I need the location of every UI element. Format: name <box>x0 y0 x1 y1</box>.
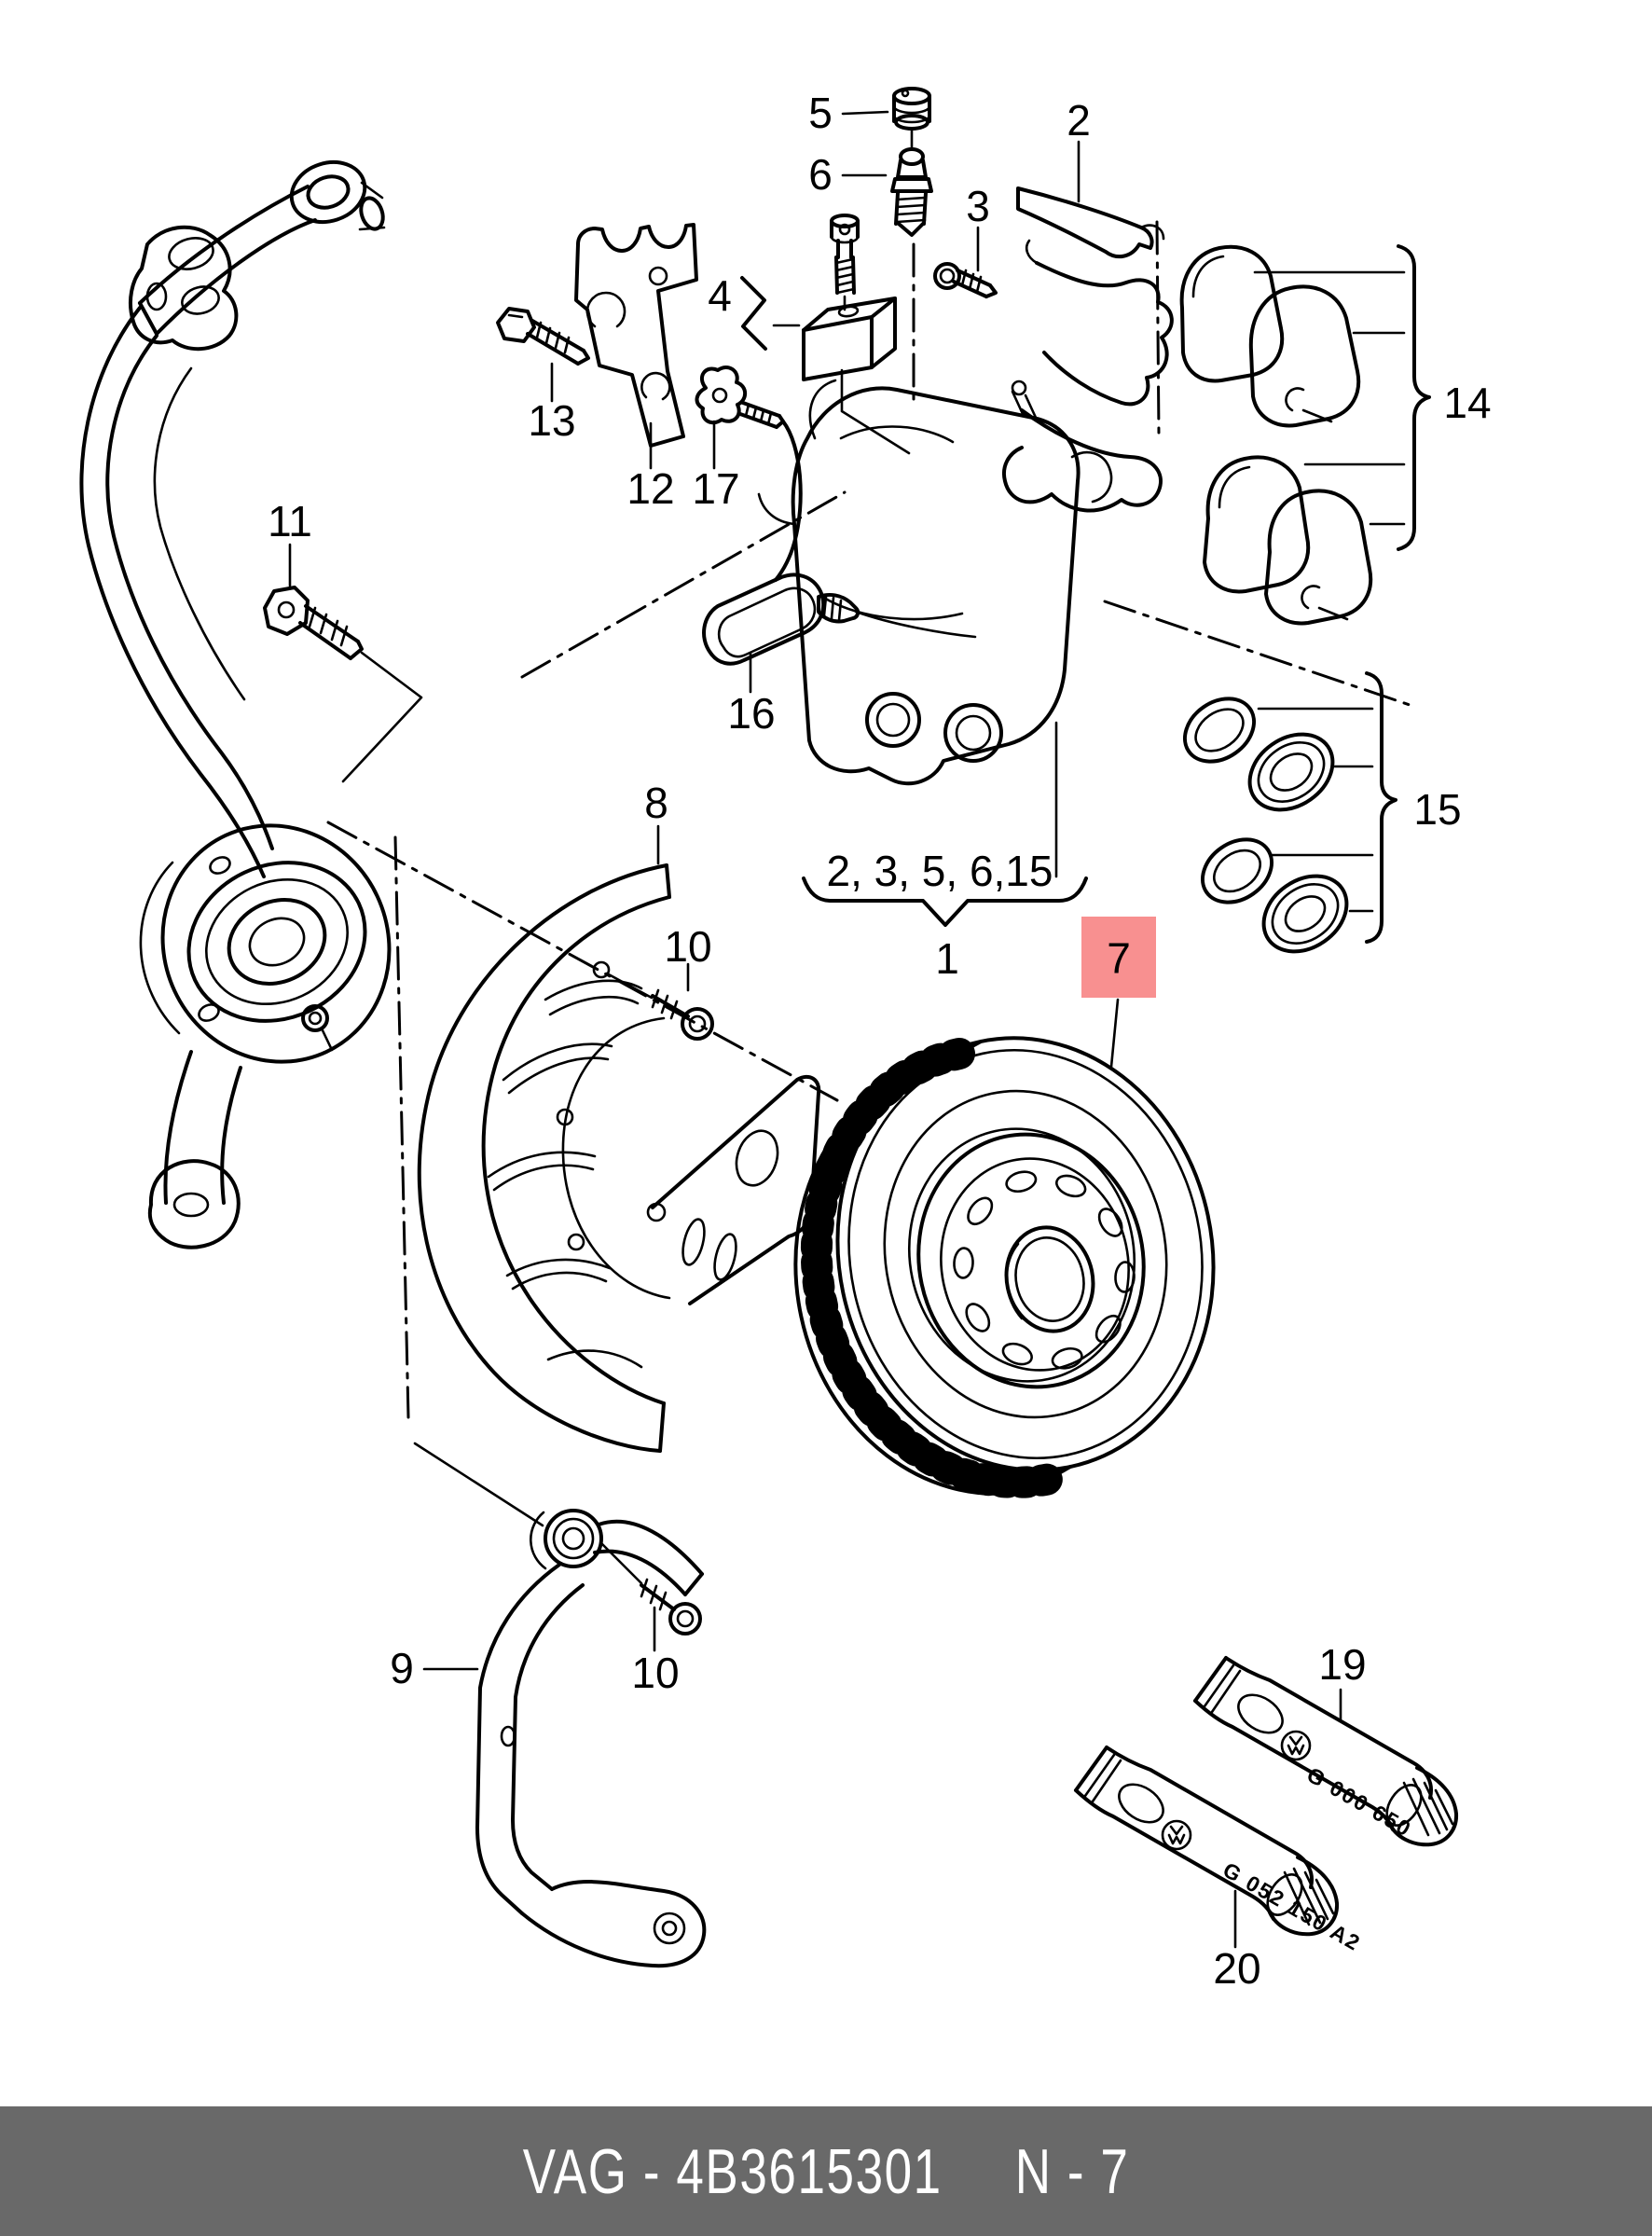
tube-print-text: G 000 650 <box>1303 1762 1417 1842</box>
footer-part-number: VAG - 4B3615301 <box>522 2135 943 2207</box>
callout-3: 3 <box>966 182 990 230</box>
seal-kit-drawing <box>1182 697 1349 954</box>
callout-6: 6 <box>808 150 833 199</box>
wheel-bolt-hole <box>1114 1261 1136 1293</box>
callout-12: 12 <box>626 464 674 513</box>
callout-2: 2 <box>1067 96 1091 145</box>
wheel-bolt-hole <box>1055 1174 1087 1198</box>
vw-logo-icon <box>1280 1730 1312 1761</box>
callout-5: 5 <box>808 89 833 137</box>
exploded-parts-diagram: 7 5 6 2 3 4 13 12 17 11 16 8 10 14 15 9 10 19 20 2, 3, 5, … <box>79 87 1492 1993</box>
brake-pads-drawing <box>1179 244 1373 626</box>
callout-16: 16 <box>727 689 775 738</box>
callout-13: 13 <box>528 396 575 445</box>
guide-pin-block-drawing <box>740 214 911 455</box>
callout-8: 8 <box>644 779 668 827</box>
tube-print-text: G 052 150 A2 <box>1219 1857 1366 1956</box>
callout-14: 14 <box>1443 379 1491 427</box>
callout-4: 4 <box>708 271 732 320</box>
caliper-drawing <box>757 379 1113 878</box>
tube-print-layer: G 000 650 G 052 150 A2 <box>1219 1762 1417 1956</box>
callout-group: 2, 3, 5, 6,15 <box>827 847 1053 895</box>
group-underbrace <box>802 876 1088 927</box>
callout-11: 11 <box>268 497 312 545</box>
steering-knuckle-drawing <box>79 160 392 1249</box>
wheel-bolt-hole <box>1097 1208 1123 1237</box>
wheel-bolt-hole <box>953 1247 974 1279</box>
brake-disc-drawing <box>793 1036 1216 1498</box>
grease-tube-19-drawing <box>1193 1656 1459 1847</box>
grease-tube-20-drawing <box>1074 1746 1340 1937</box>
footer-page-ref: N - 7 <box>1014 2135 1130 2207</box>
callout-9: 9 <box>390 1644 414 1692</box>
wheel-bolt-hole <box>965 1303 991 1332</box>
shield-screw-upper-drawing <box>651 988 714 1041</box>
hose-loop-drawing <box>702 573 977 666</box>
callout-10: 10 <box>631 1649 679 1697</box>
sensor-bracket-drawing <box>496 223 803 582</box>
callout-10: 10 <box>664 922 711 971</box>
splash-shield-drawing <box>417 863 821 1453</box>
bleeder-cap-drawing <box>890 87 933 237</box>
callout-7[interactable]: 7 <box>1107 934 1131 983</box>
callout-19: 19 <box>1318 1640 1366 1689</box>
brace-15 <box>1365 671 1397 944</box>
highlighted-callout[interactable] <box>1081 917 1156 998</box>
vw-logo-icon <box>1161 1819 1192 1851</box>
wheel-bolt-hole <box>1005 1170 1038 1194</box>
highlight-layer: 7 <box>1081 917 1156 998</box>
bracket-9-drawing <box>413 1442 707 1968</box>
brace-14 <box>1397 244 1431 551</box>
hub-bolt-11-drawing <box>263 586 423 783</box>
callout-1: 1 <box>935 934 959 983</box>
footer-bar: VAG - 4B3615301 N - 7 <box>0 2106 1652 2236</box>
wheel-bolt-hole <box>1094 1314 1122 1344</box>
callout-17: 17 <box>692 464 739 513</box>
callout-15: 15 <box>1413 785 1461 834</box>
wheel-bolt-hole <box>1001 1342 1033 1366</box>
axis-lines <box>326 220 1411 1419</box>
callout-20: 20 <box>1213 1944 1260 1993</box>
wheel-bolt-hole <box>1051 1346 1083 1370</box>
wheel-bolt-hole <box>967 1196 994 1226</box>
leader-lines <box>288 110 1406 1949</box>
retaining-spring-drawing <box>933 186 1174 513</box>
